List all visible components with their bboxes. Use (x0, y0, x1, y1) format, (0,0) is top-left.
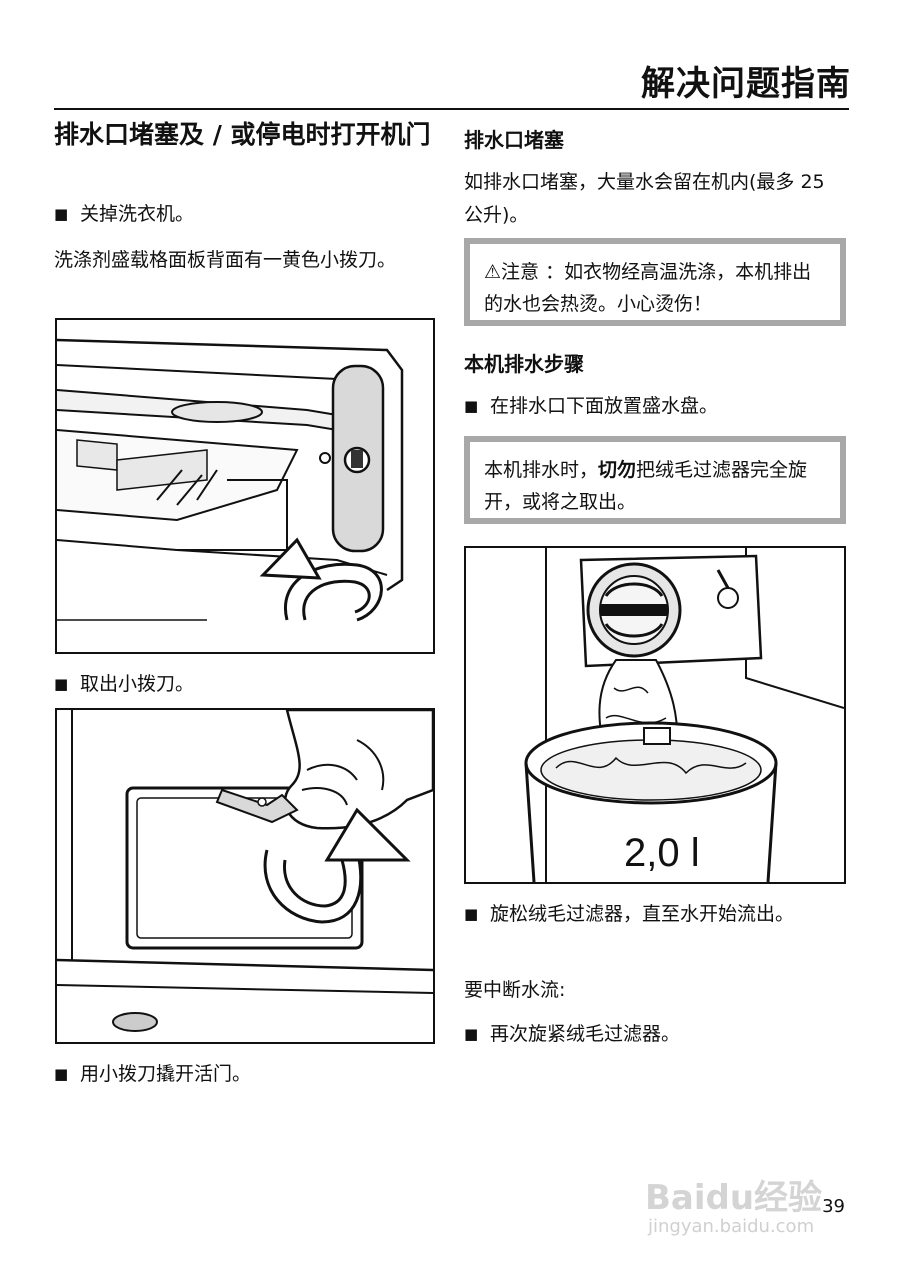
drawer-illustration (57, 320, 433, 652)
instruction-remove-tool: 取出小拨刀。 (54, 668, 460, 701)
paragraph-water-remains: 如排水口堵塞，大量水会留在机内(最多 25 公升)。 (464, 171, 825, 226)
page-title: 解决问题指南 (641, 64, 851, 104)
warning-box-hot-water: ⚠注意 ：如衣物经高温洗涤，本机排出的水也会热烫。小心烫伤！ (464, 238, 846, 326)
figure-draining-water: 2,0 l (464, 546, 846, 884)
instruction-loosen-filter: 旋松绒毛过滤器，直至水开始流出。 (464, 898, 840, 931)
instruction-place-container: 在排水口下面放置盛水盘。 (464, 390, 870, 423)
watermark-logo: Baidu经验 (645, 1178, 823, 1218)
caution-text-prefix: 本机排水时， (484, 459, 599, 481)
section-heading-drain-blocked: 排水口堵塞 (464, 128, 564, 152)
paragraph-interrupt-flow: 要中断水流: (464, 979, 566, 1001)
header-divider (54, 108, 849, 110)
section-heading-door-open: 排水口堵塞及 / 或停电时打开机门 (54, 120, 431, 149)
caution-text-emphasis: 切勿 (598, 459, 637, 481)
section-heading-drain-steps: 本机排水步骤 (464, 352, 584, 376)
figure-detergent-drawer-tool (55, 318, 435, 654)
paragraph-yellow-tool: 洗涤剂盛载格面板背面有一黄色小拨刀。 (54, 249, 397, 271)
caution-text-suffix: 把绒毛过滤器完全旋开，或将之取出。 (484, 459, 808, 513)
volume-label: 2,0 l (624, 831, 700, 875)
drain-illustration: 2,0 l (466, 548, 844, 882)
instruction-tighten-filter: 再次旋紧绒毛过滤器。 (464, 1018, 870, 1051)
instruction-switch-off: 关掉洗衣机。 (54, 198, 460, 231)
flap-illustration (57, 710, 433, 1042)
caution-box-filter: 本机排水时，切勿把绒毛过滤器完全旋开，或将之取出。 (464, 436, 846, 524)
watermark-url: jingyan.baidu.com (648, 1216, 815, 1237)
page-number: 39 (822, 1196, 845, 1217)
figure-pry-open-flap (55, 708, 435, 1044)
instruction-pry-flap: 用小拨刀撬开活门。 (54, 1058, 460, 1091)
warning-text: ⚠注意 ：如衣物经高温洗涤，本机排出的水也会热烫。小心烫伤！ (484, 261, 812, 315)
